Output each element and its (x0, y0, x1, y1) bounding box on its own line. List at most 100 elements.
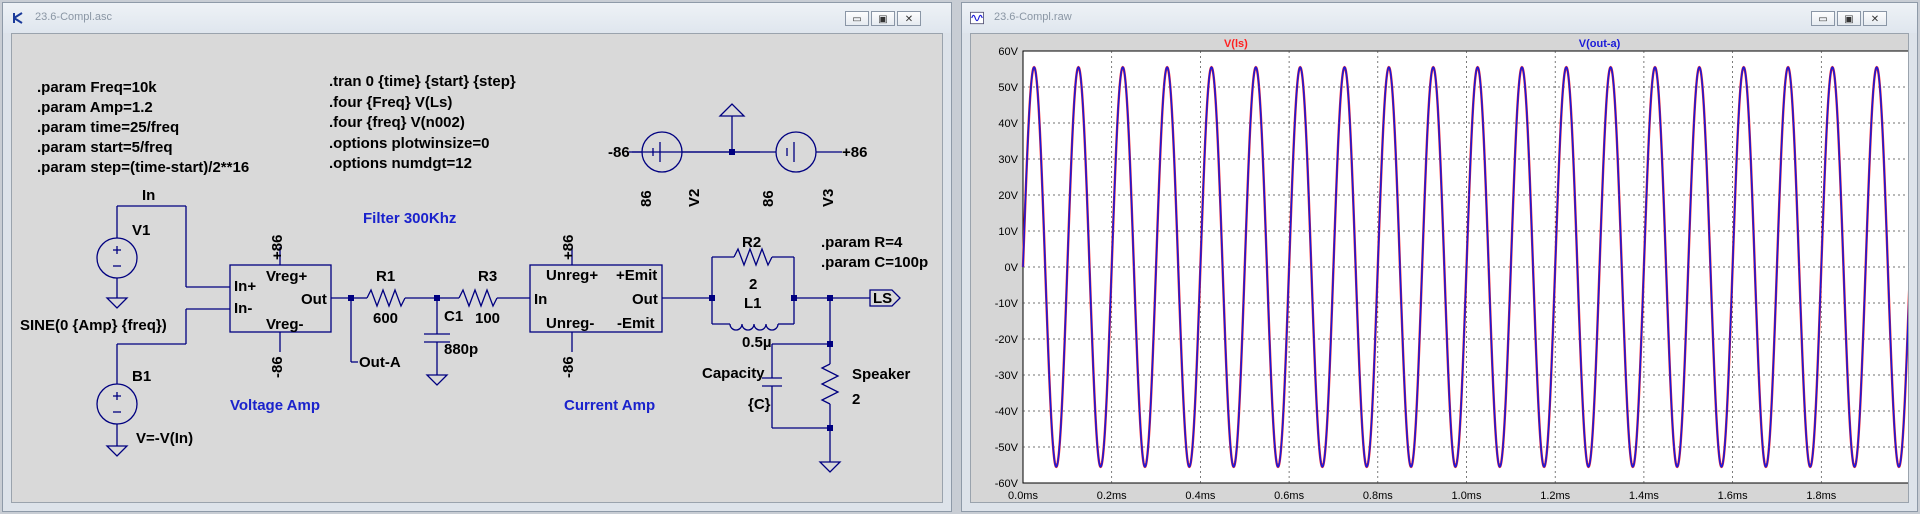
waveform-titlebar[interactable]: 23.6-Compl.raw ▭ ▣ ✕ (962, 3, 1917, 33)
y-tick-label: 10V (998, 226, 1018, 238)
directive-line: .param start=5/freq (37, 139, 173, 156)
pin-label: Vreg+ (266, 268, 308, 285)
v3-label[interactable]: V3 (820, 188, 837, 207)
maximize-button[interactable]: ▣ (1837, 11, 1861, 26)
v3-source-symbol (775, 131, 817, 173)
v1-source-symbol (96, 237, 138, 279)
capacity-value[interactable]: {C} (748, 396, 771, 413)
c1-value[interactable]: 880p (444, 341, 479, 358)
v2-label[interactable]: V2 (686, 188, 703, 207)
r2-resistor (733, 247, 773, 267)
l1-inductor (729, 323, 779, 331)
trace-label: V(out-a) (1579, 38, 1621, 50)
r2-value[interactable]: 2 (749, 276, 758, 293)
supply-arrow-icon (718, 103, 746, 117)
rail-label: +86 (269, 234, 286, 260)
filter-label: Filter 300Khz (363, 210, 457, 227)
maximize-button[interactable]: ▣ (871, 11, 895, 26)
speaker-params[interactable]: .param R=4 .param C=100p (821, 233, 928, 273)
trace-v-out-a (1022, 66, 1908, 468)
x-tick-label: 1.8ms (1806, 490, 1836, 502)
b1-source-symbol (96, 383, 138, 425)
y-tick-label: -10V (995, 298, 1019, 310)
close-button[interactable]: ✕ (897, 11, 921, 26)
speaker-resistor (820, 363, 840, 405)
y-tick-label: 30V (998, 154, 1018, 166)
r3-label[interactable]: R3 (478, 268, 498, 285)
waveform-plot[interactable]: 60V50V40V30V20V10V0V-10V-20V-30V-40V-50V… (971, 34, 1909, 503)
ls-net-flag (869, 289, 901, 307)
pin-label: In+ (234, 278, 257, 295)
b1-label[interactable]: B1 (132, 368, 152, 385)
minimize-button[interactable]: ▭ (845, 11, 869, 26)
rail-label: -86 (560, 356, 577, 378)
pin-label: Unreg+ (546, 267, 599, 284)
simulation-directives[interactable]: .tran 0 {time} {start} {step} .four {Fre… (329, 72, 516, 175)
minimize-button[interactable]: ▭ (1811, 11, 1835, 26)
ltspice-app-icon (13, 12, 23, 24)
pin-label: +Emit (616, 267, 658, 284)
r1-label[interactable]: R1 (376, 268, 396, 285)
r3-value[interactable]: 100 (475, 310, 501, 327)
directive-line: .param Amp=1.2 (37, 99, 153, 116)
schematic-titlebar[interactable]: 23.6-Compl.asc ▭ ▣ ✕ (3, 3, 951, 33)
ground-icon (425, 374, 449, 386)
y-tick-label: -50V (995, 442, 1019, 454)
directive-line: .param step=(time-start)/2**16 (37, 159, 250, 176)
rail-label: -86 (269, 356, 286, 378)
speaker-label[interactable]: Speaker (852, 366, 911, 383)
v1-value[interactable]: SINE(0 {Amp} {freq}) (20, 317, 167, 334)
schematic-drawing (96, 103, 901, 473)
y-tick-label: 60V (998, 46, 1018, 58)
ground-icon (818, 461, 842, 473)
v3-value[interactable]: 86 (760, 190, 777, 207)
pin-label: Out (301, 291, 327, 308)
directive-line: .options plotwinsize=0 (329, 134, 490, 152)
x-tick-label: 0.0ms (1008, 490, 1038, 502)
v2-rail-label: -86 (608, 144, 630, 161)
speaker-value[interactable]: 2 (852, 391, 861, 408)
pin-label: In (534, 291, 548, 308)
capacity-label[interactable]: Capacity (702, 365, 765, 382)
ground-icon (105, 445, 129, 457)
y-tick-label: 0V (1005, 262, 1019, 274)
schematic-canvas[interactable]: .param Freq=10k .param Amp=1.2 .param ti… (11, 33, 943, 503)
ground-icon (105, 297, 129, 309)
x-tick-label: 0.4ms (1185, 490, 1215, 502)
directive-line: .four {Freq} V(Ls) (329, 93, 453, 111)
net-label-in: In (142, 187, 156, 204)
v2-value[interactable]: 86 (638, 190, 655, 207)
y-tick-label: 50V (998, 82, 1018, 94)
r1-resistor (366, 288, 406, 308)
pin-label: -Emit (617, 315, 655, 332)
waveform-app-icon (970, 11, 984, 25)
close-button[interactable]: ✕ (1863, 11, 1887, 26)
x-tick-label: 1.2ms (1540, 490, 1570, 502)
ls-net-label: LS (873, 290, 893, 307)
v3-rail-label: +86 (842, 144, 868, 161)
r2-label[interactable]: R2 (742, 234, 762, 251)
x-tick-label: 0.8ms (1363, 490, 1393, 502)
schematic-window: 23.6-Compl.asc ▭ ▣ ✕ (2, 2, 952, 512)
y-tick-label: -20V (995, 334, 1019, 346)
voltage-amp-label: Voltage Amp (230, 397, 321, 414)
current-amp-label: Current Amp (564, 397, 656, 414)
y-tick-label: -30V (995, 370, 1019, 382)
b1-value[interactable]: V=-V(In) (136, 430, 194, 447)
y-tick-label: 20V (998, 190, 1018, 202)
r1-value[interactable]: 600 (373, 310, 399, 327)
x-tick-label: 0.2ms (1097, 490, 1127, 502)
x-tick-label: 0.6ms (1274, 490, 1304, 502)
directive-line: .param C=100p (821, 254, 929, 271)
pin-label: Vreg- (266, 316, 304, 333)
param-directives[interactable]: .param Freq=10k .param Amp=1.2 .param ti… (37, 78, 249, 178)
l1-label[interactable]: L1 (744, 295, 762, 312)
pin-label: Unreg- (546, 315, 595, 332)
l1-value[interactable]: 0.5µ (742, 334, 772, 351)
pin-label: Out (632, 291, 658, 308)
x-tick-label: 1.4ms (1629, 490, 1659, 502)
v1-label[interactable]: V1 (132, 222, 151, 239)
c1-label[interactable]: C1 (444, 308, 464, 325)
